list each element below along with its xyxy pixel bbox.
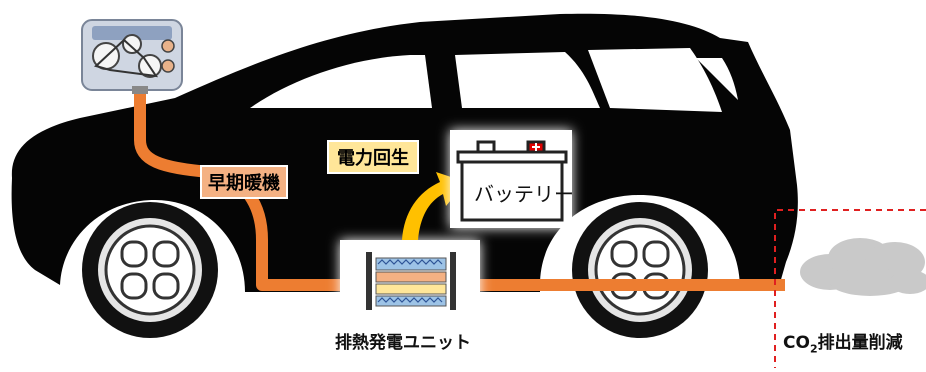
rear-wheel bbox=[82, 202, 218, 338]
exhaust-heat-unit-icon bbox=[340, 240, 480, 318]
exhaust-cloud-icon bbox=[800, 238, 926, 296]
co2-reduction-border bbox=[774, 209, 926, 368]
co2-reduction-label: CO2排出量削減 bbox=[783, 328, 903, 355]
front-window bbox=[588, 48, 722, 112]
front-wheel bbox=[572, 202, 708, 338]
exhaust-heat-unit-label: 排熱発電ユニット bbox=[335, 333, 471, 353]
power-regeneration-label: 電力回生 bbox=[327, 140, 419, 174]
engine-icon bbox=[81, 19, 183, 94]
battery-icon bbox=[450, 130, 572, 228]
middle-window bbox=[455, 52, 600, 108]
co2-suffix: 排出量削減 bbox=[817, 333, 903, 353]
co2-prefix: CO bbox=[783, 333, 810, 353]
early-warmup-label: 早期暖機 bbox=[200, 165, 288, 199]
rear-window bbox=[250, 55, 432, 108]
front-window-right bbox=[696, 58, 738, 100]
battery-label: バッテリー bbox=[474, 182, 574, 206]
co2-subscript: 2 bbox=[809, 342, 818, 356]
